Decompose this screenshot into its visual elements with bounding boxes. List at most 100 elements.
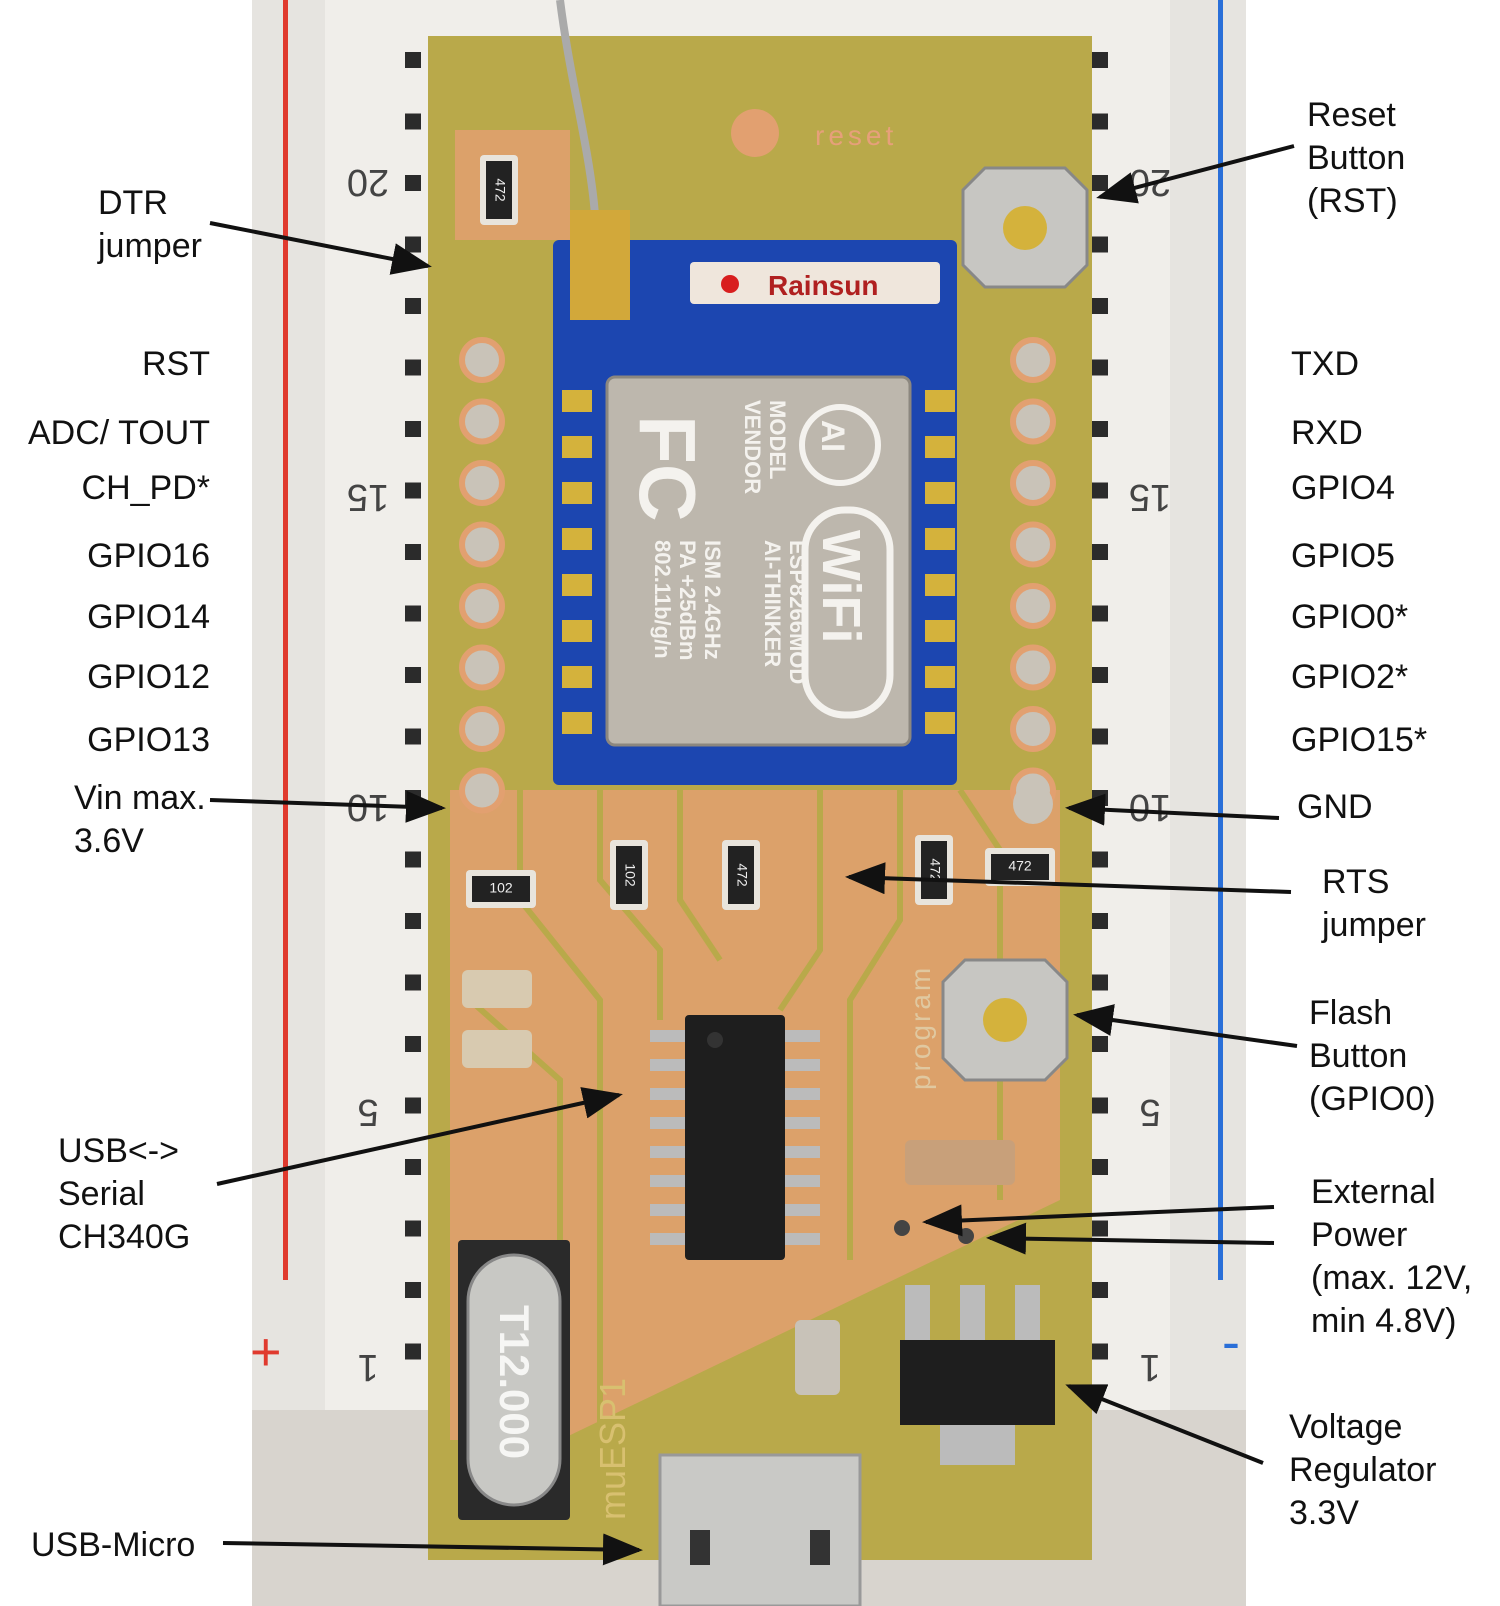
- pad: [1010, 706, 1056, 752]
- reset-button-part[interactable]: [961, 166, 1089, 289]
- chip-pin: [650, 1030, 690, 1042]
- hole: [1092, 421, 1108, 437]
- label-gpio4: GPIO4: [1291, 469, 1395, 507]
- castellation: [925, 436, 955, 458]
- arrow-usb-serial: [216, 1087, 623, 1186]
- crystal: T12.000: [458, 1240, 570, 1520]
- castellation: [925, 574, 955, 596]
- chip-pin: [650, 1088, 690, 1100]
- pad: [1010, 398, 1056, 445]
- hole: [405, 482, 421, 499]
- hole: [405, 605, 421, 622]
- hole: [405, 913, 421, 929]
- arrow-ext-power-2: [986, 1222, 1275, 1255]
- chip-pin: [650, 1204, 690, 1216]
- ufl-connector: [570, 210, 630, 320]
- antenna-label: Rainsun: [768, 270, 878, 301]
- chip-pin: [650, 1146, 690, 1158]
- svg-text:472: 472: [1008, 858, 1032, 874]
- pad: [1010, 337, 1056, 383]
- pad: [1010, 460, 1056, 506]
- castellation: [925, 390, 955, 412]
- castellation: [925, 620, 955, 642]
- label-gpio5: GPIO5: [1291, 537, 1395, 575]
- castellation: [562, 390, 592, 412]
- label-rxd: RXD: [1291, 414, 1363, 452]
- row-number: 10: [1129, 786, 1171, 828]
- label-gpio15: GPIO15*: [1291, 721, 1428, 759]
- hole: [1092, 298, 1108, 314]
- svg-text:102: 102: [489, 880, 513, 896]
- hole: [405, 113, 421, 130]
- flash-button-part[interactable]: [941, 958, 1069, 1082]
- label-rst: RST: [142, 345, 210, 383]
- hole: [1092, 974, 1108, 991]
- label-gpio12: GPIO12: [87, 658, 210, 696]
- hole: [1092, 236, 1108, 253]
- label-vin-max: Vin max.3.6V: [74, 779, 206, 860]
- hole: [405, 52, 421, 68]
- pad: [1010, 644, 1056, 691]
- svg-text:ISM 2.4GHz: ISM 2.4GHz: [700, 540, 725, 660]
- hole: [1092, 544, 1108, 560]
- hole: [405, 298, 421, 314]
- svg-text:AI: AI: [815, 420, 851, 452]
- breadboard-holes: [405, 52, 1108, 1360]
- label-txd: TXD: [1291, 345, 1359, 383]
- hole: [405, 1282, 421, 1298]
- row-number: 5: [1139, 1091, 1160, 1133]
- resistor: 472: [985, 848, 1055, 886]
- hole: [1092, 1343, 1108, 1360]
- svg-text:472: 472: [492, 178, 508, 202]
- resistor: 102: [610, 840, 648, 910]
- pad: [1013, 784, 1053, 824]
- hole: [1092, 913, 1108, 929]
- svg-text:T12.000: T12.000: [491, 1305, 538, 1459]
- hole: [1092, 482, 1108, 499]
- hole: [1092, 1282, 1108, 1298]
- module-castellations: [562, 390, 955, 734]
- row-number: 20: [347, 161, 389, 203]
- chip-pin: [780, 1233, 820, 1245]
- capacitor: [905, 1140, 1015, 1185]
- hole: [1092, 790, 1108, 806]
- hole: [1092, 359, 1108, 376]
- castellation: [562, 482, 592, 504]
- chip-pin: [650, 1059, 690, 1071]
- chip-pin: [780, 1146, 820, 1158]
- shield-markings: FC MODEL VENDOR ESP8266MOD AI-THINKER IS…: [623, 400, 894, 719]
- castellation: [562, 712, 592, 734]
- hole: [405, 175, 421, 191]
- svg-text:PA +25dBm: PA +25dBm: [675, 540, 700, 660]
- capacitor: [795, 1320, 840, 1395]
- hole: [1092, 1036, 1108, 1052]
- hole: [405, 974, 421, 991]
- label-gpio13: GPIO13: [87, 721, 210, 759]
- label-gpio14: GPIO14: [87, 598, 210, 636]
- hole: [405, 236, 421, 253]
- pad: [459, 521, 505, 568]
- resistor: 472: [480, 155, 518, 225]
- pad: [459, 644, 505, 691]
- header-pads: [459, 337, 1056, 824]
- arrow-ext-power-1: [922, 1204, 1275, 1237]
- chip-pin: [780, 1175, 820, 1187]
- pad: [459, 706, 505, 752]
- pad: [459, 337, 505, 383]
- row-number: 1: [357, 1346, 378, 1388]
- ch340g-chip: [650, 1015, 820, 1260]
- resistor: 472: [915, 835, 953, 905]
- chip-pin: [650, 1233, 690, 1245]
- hole: [1092, 728, 1108, 745]
- rf-shield: [605, 375, 912, 747]
- castellation: [925, 666, 955, 688]
- hole: [405, 667, 421, 683]
- hole: [1092, 113, 1108, 130]
- chip-pin: [650, 1117, 690, 1129]
- svg-text:FC: FC: [623, 415, 712, 522]
